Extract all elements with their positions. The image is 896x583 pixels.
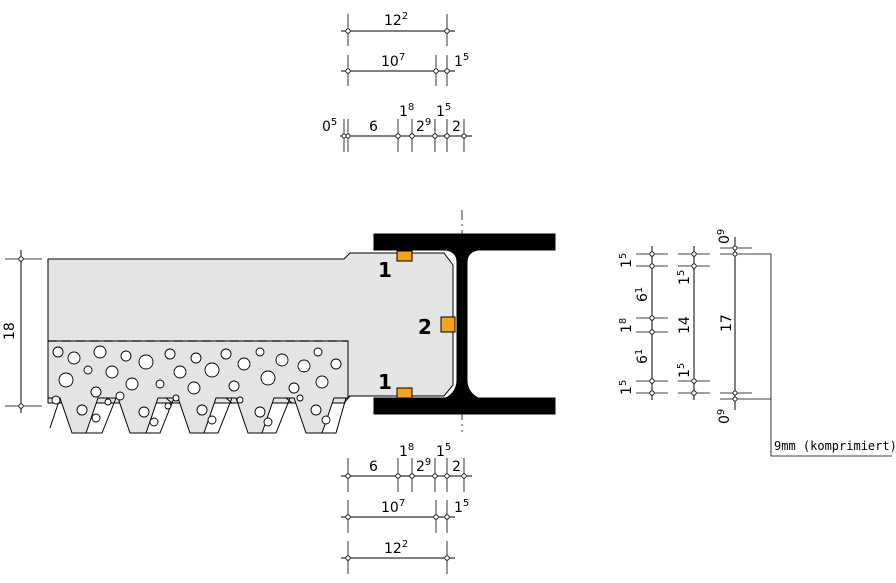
top-dim-c: 18 bbox=[399, 102, 414, 120]
steel-i-beam bbox=[373, 210, 556, 432]
bottom-dim-e: 15 bbox=[436, 442, 451, 460]
top-small-width: 15 bbox=[454, 52, 469, 70]
top-dim-e: 15 bbox=[436, 102, 451, 120]
detail-c2-mid: 14 bbox=[677, 316, 693, 334]
bottom-overall-width: 122 bbox=[384, 539, 408, 557]
bottom-dim-f: 2 bbox=[452, 459, 461, 475]
bottom-dim-d: 29 bbox=[416, 457, 431, 475]
detail-c1-lower: 61 bbox=[634, 349, 651, 364]
detail-c1-top: 15 bbox=[618, 253, 635, 268]
top-dim-a: 05 bbox=[322, 117, 337, 135]
seal-side bbox=[440, 316, 456, 333]
top-dimensions: 122 107 15 05 6 18 29 15 2 bbox=[322, 11, 472, 152]
top-main-width: 107 bbox=[381, 52, 405, 70]
detail-c2-bottom: 15 bbox=[676, 363, 693, 378]
compression-note: 9mm (komprimiert) bbox=[774, 439, 896, 453]
seal-bottom-number: 1 bbox=[378, 370, 392, 394]
detail-c1-bottom: 15 bbox=[618, 380, 635, 395]
top-dim-d: 29 bbox=[416, 117, 431, 135]
top-dim-f: 2 bbox=[452, 119, 461, 135]
top-dim-b: 6 bbox=[369, 119, 378, 135]
detail-c1-mid: 18 bbox=[618, 318, 635, 333]
seal-bottom bbox=[396, 387, 413, 399]
bottom-dimensions: 6 18 29 15 2 107 15 122 bbox=[341, 442, 472, 574]
top-overall-width: 122 bbox=[384, 11, 408, 29]
detail-c3-bottom: 09 bbox=[716, 409, 733, 424]
detail-c1-upper: 61 bbox=[634, 287, 651, 302]
detail-c3-top: 09 bbox=[716, 229, 733, 244]
left-dimension: 18 bbox=[2, 250, 42, 413]
bottom-main-width: 107 bbox=[381, 498, 405, 516]
trapezoidal-ribs bbox=[48, 395, 351, 434]
detail-c2-top: 15 bbox=[676, 270, 693, 285]
seal-markers: 1 2 1 bbox=[378, 250, 456, 399]
seal-side-number: 2 bbox=[418, 315, 432, 339]
seal-top-number: 1 bbox=[378, 258, 392, 282]
bottom-small-width: 15 bbox=[454, 498, 469, 516]
detail-c3-mid: 17 bbox=[719, 314, 735, 332]
sandwich-panel bbox=[47, 252, 454, 434]
panel-height-label: 18 bbox=[2, 322, 18, 340]
seal-detail: 15 61 18 61 15 15 14 15 09 17 09 9mm (ko… bbox=[618, 229, 896, 457]
seal-top bbox=[396, 250, 413, 262]
bottom-dim-b: 6 bbox=[369, 459, 378, 475]
i-beam-section bbox=[373, 233, 556, 415]
concrete-aggregate bbox=[51, 345, 342, 427]
bottom-dim-c: 18 bbox=[399, 442, 414, 460]
